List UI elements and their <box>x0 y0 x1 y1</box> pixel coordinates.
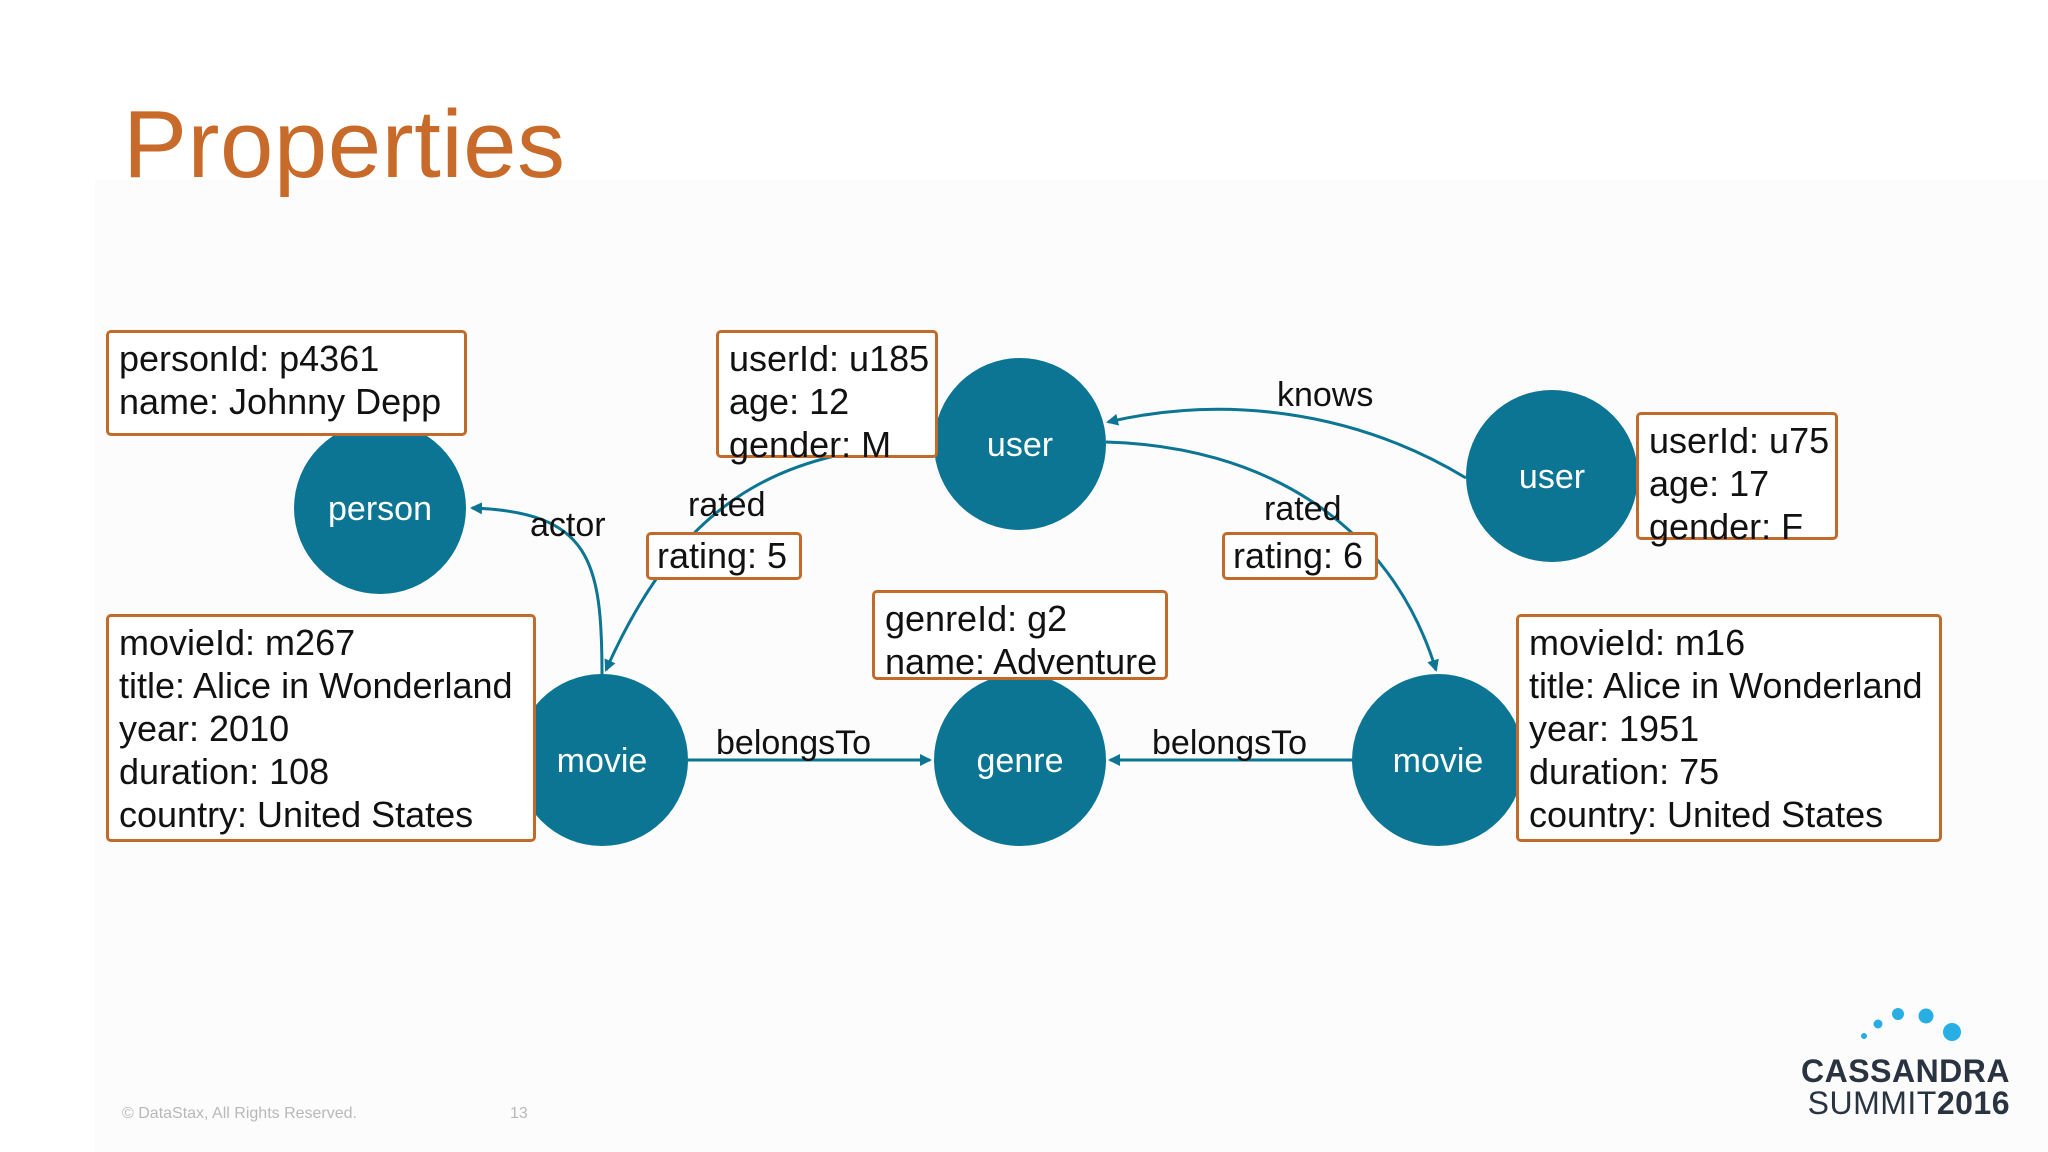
property-line: gender: F <box>1649 506 1804 547</box>
edge-label-rated-right: rated <box>1264 490 1342 528</box>
property-line: name: Adventure <box>885 641 1158 682</box>
svg-text:genre: genre <box>977 742 1064 780</box>
property-line: year: 2010 <box>119 708 290 749</box>
copyright-text: © DataStax, All Rights Reserved. <box>122 1105 357 1122</box>
property-box-movie-left: movieId: m267 title: Alice in Wonderland… <box>106 614 536 842</box>
property-line: country: United States <box>1529 794 1884 835</box>
property-line: movieId: m16 <box>1529 622 1746 663</box>
property-line: movieId: m267 <box>119 622 356 663</box>
node-user-left: user <box>934 358 1106 530</box>
logo-summit-word: SUMMIT <box>1807 1085 1937 1121</box>
edge-label-actor: actor <box>530 506 606 544</box>
logo-summit: SUMMIT2016 <box>1808 1085 2010 1122</box>
edge-label-rated-left: rated <box>688 486 766 524</box>
property-line: gender: M <box>729 424 892 465</box>
logo-cassandra: CASSANDRA <box>1801 1053 2010 1089</box>
node-movie-right: movie <box>1352 674 1524 846</box>
property-box-person: personId: p4361 name: Johnny Depp <box>106 330 467 436</box>
property-line: personId: p4361 <box>119 338 380 379</box>
edge-label-belongs-left: belongsTo <box>716 724 871 762</box>
property-line: duration: 75 <box>1529 751 1720 792</box>
property-box-genre: genreId: g2 name: Adventure <box>872 590 1168 682</box>
property-line: duration: 108 <box>119 751 330 792</box>
property-line: year: 1951 <box>1529 708 1700 749</box>
node-genre: genre <box>934 674 1106 846</box>
logo-summit-year: 2016 <box>1936 1085 2010 1121</box>
property-line: country: United States <box>119 794 474 835</box>
svg-text:movie: movie <box>1393 742 1484 780</box>
property-line: title: Alice in Wonderland <box>1529 665 1923 706</box>
property-line: rating: 6 <box>1233 535 1364 576</box>
edge-label-belongs-right: belongsTo <box>1152 724 1307 762</box>
property-box-user-left: userId: u185 age: 12 gender: M <box>716 330 938 465</box>
edge-rated-right <box>1105 440 1439 672</box>
node-user-right: user <box>1466 390 1638 562</box>
property-line: rating: 5 <box>657 535 788 576</box>
slide-title: Properties <box>123 91 566 198</box>
property-line: age: 17 <box>1649 463 1770 504</box>
node-movie-left: movie <box>516 674 688 846</box>
property-line: userId: u185 <box>729 338 930 379</box>
edge-actor <box>470 502 604 676</box>
property-line: age: 12 <box>729 381 850 422</box>
node-person: person <box>294 422 466 594</box>
property-box-rating-left: rating: 5 <box>646 532 802 580</box>
property-line: title: Alice in Wonderland <box>119 665 513 706</box>
svg-text:user: user <box>987 426 1053 464</box>
logo-dots-icon <box>1861 1008 1961 1041</box>
property-box-user-right: userId: u75 age: 17 gender: F <box>1636 412 1838 547</box>
property-box-rating-right: rating: 6 <box>1222 532 1378 580</box>
edge-label-knows: knows <box>1277 376 1373 414</box>
property-line: name: Johnny Depp <box>119 381 442 422</box>
property-line: genreId: g2 <box>885 598 1068 639</box>
svg-text:user: user <box>1519 458 1585 496</box>
edge-knows <box>1106 407 1467 480</box>
property-box-movie-right: movieId: m16 title: Alice in Wonderland … <box>1516 614 1942 842</box>
svg-text:movie: movie <box>557 742 648 780</box>
svg-text:person: person <box>328 490 432 528</box>
property-line: userId: u75 <box>1649 420 1830 461</box>
page-number: 13 <box>510 1105 528 1122</box>
